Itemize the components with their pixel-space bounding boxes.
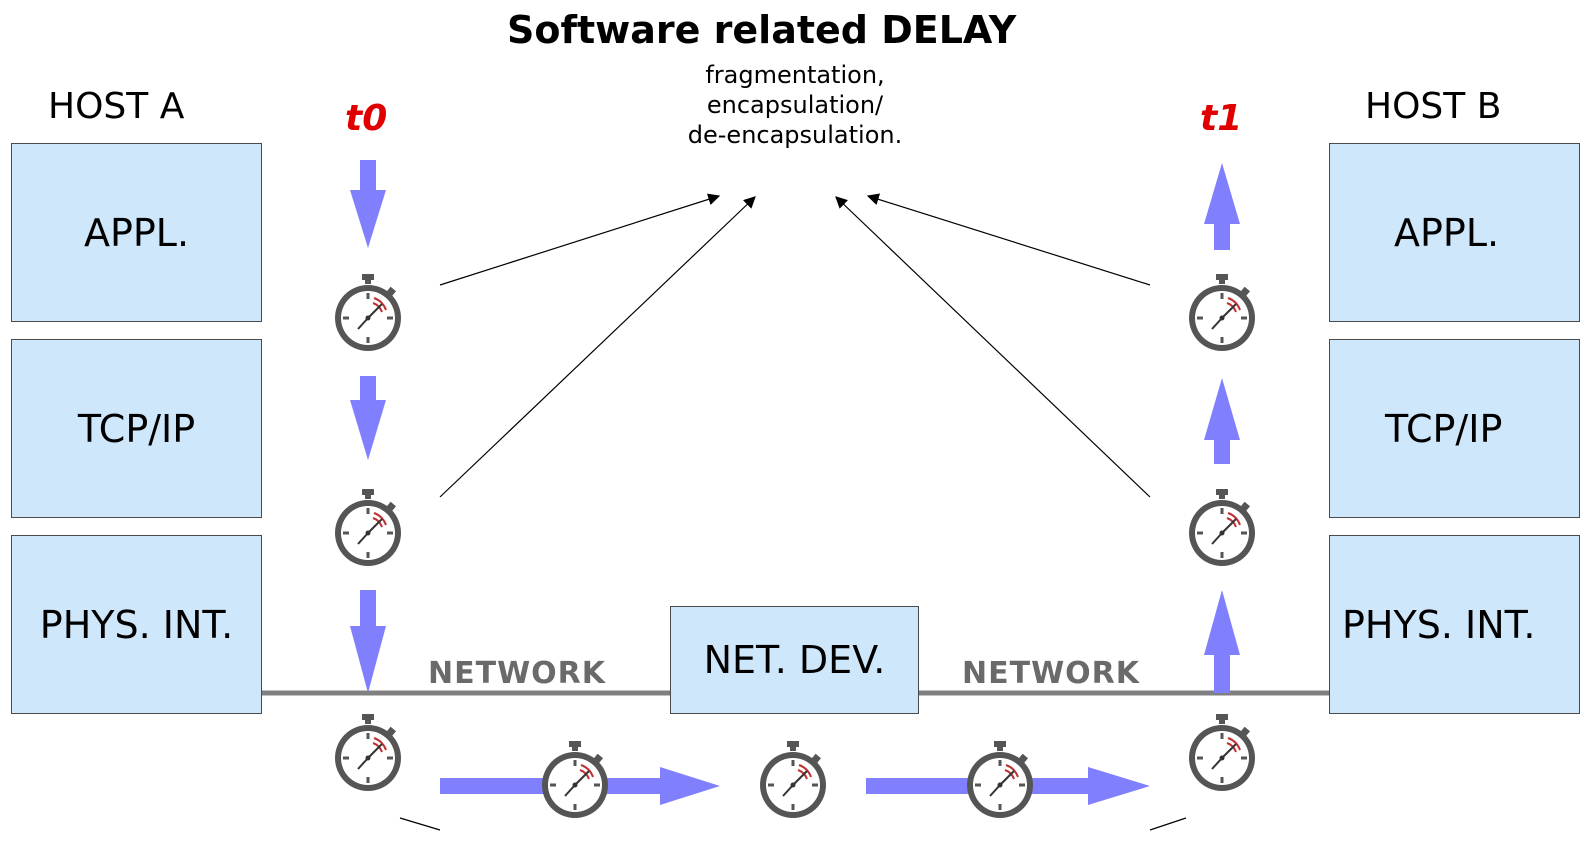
stopwatch-icon [758, 739, 828, 820]
host-a-phys-label: PHYS. INT. [39, 602, 234, 647]
note-line-3: de-encapsulation. [687, 121, 903, 149]
network-device-box: NET. DEV. [670, 606, 919, 714]
host-a-tcpip-box: TCP/IP [11, 339, 262, 518]
stopwatch-icon [540, 739, 610, 820]
stopwatch-icon [333, 712, 403, 793]
host-a-appl-label: APPL. [83, 210, 190, 255]
host-b-tcpip-label: TCP/IP [1385, 406, 1503, 451]
host-a-phys-box: PHYS. INT. [11, 535, 262, 714]
stopwatch-icon [1187, 272, 1257, 353]
network-label-left: NETWORK [428, 656, 607, 691]
t1-label: t1 [1200, 98, 1243, 139]
network-label-right: NETWORK [962, 656, 1141, 691]
host-b-phys-label: PHYS. INT. [1342, 602, 1536, 647]
host-a-tcpip-label: TCP/IP [77, 406, 196, 451]
stopwatch-icon [333, 487, 403, 568]
stopwatch-icon [333, 272, 403, 353]
down-arrow [350, 376, 386, 460]
pointer-line-5 [399, 817, 441, 831]
pointer-line-2 [439, 196, 756, 498]
host-b-appl-box: APPL. [1329, 143, 1580, 322]
down-arrow [350, 160, 386, 248]
stopwatch-icon [965, 739, 1035, 820]
down-arrow [350, 590, 386, 693]
pointer-line-6 [1149, 817, 1187, 831]
up-arrow [1204, 378, 1240, 464]
up-arrow [1204, 163, 1240, 250]
delay-note: fragmentation, encapsulation/ de-encapsu… [645, 60, 945, 150]
host-b-appl-label: APPL. [1394, 210, 1500, 255]
up-arrow [1204, 590, 1240, 693]
stopwatch-icon [1187, 712, 1257, 793]
host-a-appl-box: APPL. [11, 143, 262, 322]
t0-label: t0 [345, 98, 388, 139]
stopwatch-icon [1187, 487, 1257, 568]
diagram-title: Software related DELAY [507, 8, 1017, 52]
host-a-label: HOST A [48, 86, 185, 127]
pointer-line-4 [866, 193, 1151, 286]
pointer-line-3 [835, 196, 1151, 498]
host-b-phys-box: PHYS. INT. [1329, 535, 1580, 714]
network-device-label: NET. DEV. [703, 638, 886, 682]
pointer-line-1 [439, 193, 721, 286]
note-line-1: fragmentation, [705, 61, 885, 89]
host-b-tcpip-box: TCP/IP [1329, 339, 1580, 518]
host-b-label: HOST B [1365, 86, 1502, 127]
note-line-2: encapsulation/ [706, 91, 884, 119]
